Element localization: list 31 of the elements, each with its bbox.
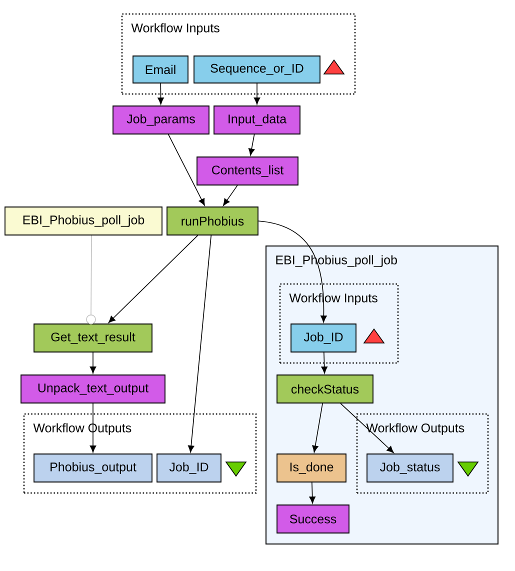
arrow bbox=[90, 403, 96, 453]
arrow bbox=[90, 352, 96, 374]
arrow bbox=[223, 185, 238, 206]
process-box: Job_params bbox=[112, 106, 210, 134]
arrow bbox=[340, 403, 394, 453]
arrow bbox=[321, 352, 328, 374]
arrow bbox=[312, 403, 323, 453]
arrow bbox=[254, 83, 260, 105]
process-box: Input_data bbox=[214, 106, 300, 134]
service-box: runPhobius bbox=[166, 206, 258, 236]
process-box: Is_done bbox=[276, 454, 346, 482]
input-box: Job_ID bbox=[290, 324, 356, 352]
output-box: Job_status bbox=[366, 454, 454, 482]
input-box: Sequence_or_ID bbox=[194, 56, 320, 84]
nested-workflow-box: EBI_Phobius_poll_job bbox=[4, 206, 162, 236]
arrow bbox=[248, 134, 255, 156]
arrow bbox=[309, 482, 316, 504]
service-box: checkStatus bbox=[276, 374, 374, 404]
input-box: Email bbox=[132, 56, 188, 84]
arrow bbox=[258, 220, 327, 323]
output-box: Job_ID bbox=[156, 454, 222, 482]
arrow bbox=[188, 235, 212, 453]
process-box: Contents_list bbox=[196, 156, 298, 186]
arrow bbox=[168, 134, 205, 206]
output-box: Phobius_output bbox=[34, 454, 152, 482]
process-box: Unpack_text_output bbox=[20, 374, 166, 404]
process-box: Success bbox=[276, 504, 350, 534]
arrow bbox=[108, 235, 198, 323]
arrow bbox=[86, 235, 96, 324]
service-box: Get_text_result bbox=[34, 324, 152, 352]
arrow bbox=[158, 83, 164, 105]
